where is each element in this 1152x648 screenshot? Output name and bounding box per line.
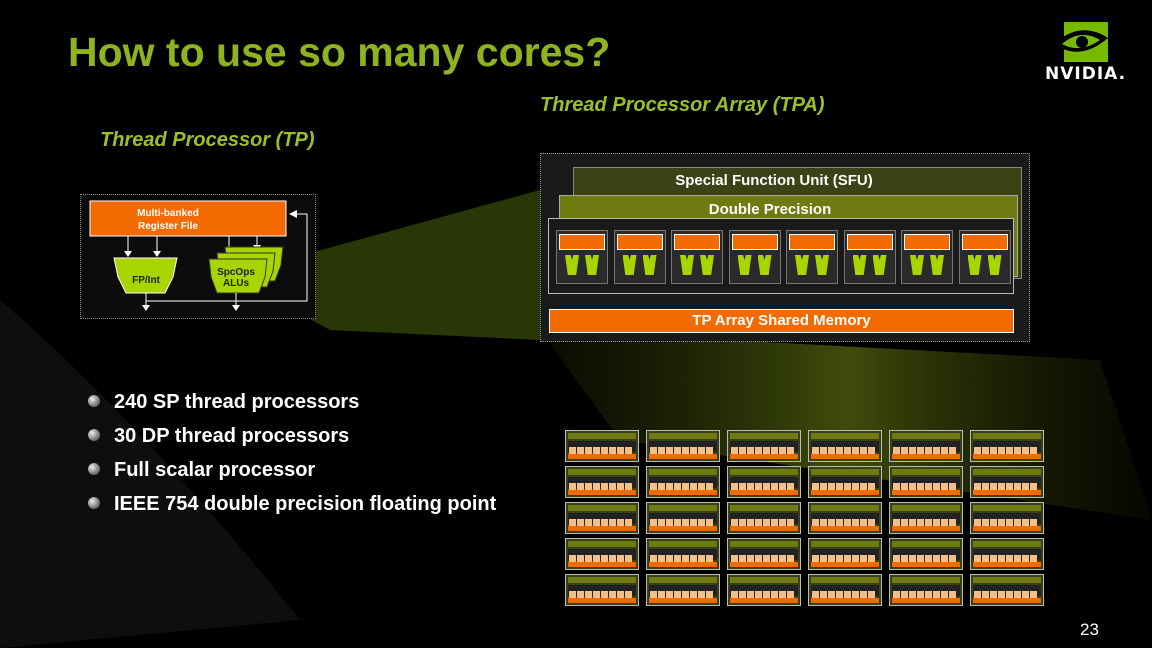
tp-cell [613, 230, 666, 284]
tpa-thumbnail [565, 502, 639, 534]
tp-cell [901, 230, 953, 284]
bullet-dot-icon [88, 497, 100, 509]
tp-cell-alu [930, 255, 944, 275]
tp-cell-register-file [904, 234, 950, 250]
tpa-thumbnail [889, 430, 963, 462]
tp-cell-alu [700, 255, 714, 275]
tpa-thumbnail [970, 502, 1044, 534]
bullet-item: Full scalar processor [88, 458, 528, 483]
tpa-thumbnail [646, 430, 720, 462]
tpa-thumbnail [727, 538, 801, 570]
thread-processor-array-diagram: Special Function Unit (SFU) Double Preci… [540, 153, 1030, 342]
tp-cell-alu [910, 255, 924, 275]
tp-cell-alu [852, 255, 867, 275]
spcops-label-1: SpcOps [217, 267, 255, 278]
tp-cell-register-file [789, 234, 835, 250]
bullet-item: 240 SP thread processors [88, 390, 528, 415]
tp-cell-alu [737, 255, 752, 275]
register-file-label-2: Register File [138, 221, 198, 232]
tp-cell-alu [585, 255, 599, 275]
tp-cell-register-file [674, 234, 720, 250]
tpa-thumbnail [889, 466, 963, 498]
spcops-label-2: ALUs [223, 278, 250, 289]
nvidia-logo-icon [1054, 22, 1108, 62]
register-file-block [89, 200, 287, 237]
bullet-text: 240 SP thread processors [114, 391, 360, 413]
tp-cells-row [548, 218, 1014, 294]
tp-cell-alu [642, 255, 657, 275]
tp-cell [958, 230, 1011, 284]
tpa-thumbnail [970, 574, 1044, 606]
feature-list: 240 SP thread processors 30 DP thread pr… [88, 390, 528, 526]
thread-processor-svg: Multi-banked Register File FP/Int SpcOps… [89, 200, 308, 311]
tp-cell-alu [795, 255, 809, 275]
fp-int-label: FP/Int [132, 275, 160, 286]
thread-processor-diagram: Multi-banked Register File FP/Int SpcOps… [80, 194, 316, 319]
tp-cell-alu [565, 255, 579, 275]
tpa-thumbnail [646, 466, 720, 498]
tp-cell [786, 230, 838, 284]
tp-cell-alu [757, 255, 772, 275]
tp-cell-register-file [731, 234, 778, 250]
tp-cell-alu [967, 255, 982, 275]
tpa-thumbnail [889, 502, 963, 534]
tp-cell-alu [622, 255, 637, 275]
tpa-thumbnail [727, 466, 801, 498]
tp-cell-alu [987, 255, 1002, 275]
shared-memory-bar: TP Array Shared Memory [549, 309, 1014, 333]
tpa-thumbnail [970, 430, 1044, 462]
tpa-thumbnail [646, 502, 720, 534]
tpa-thumbnail [808, 430, 882, 462]
slide-title: How to use so many cores? [68, 29, 611, 75]
fp-int-alu [113, 257, 178, 294]
tpa-thumbnail [970, 538, 1044, 570]
tpa-thumbnail [889, 538, 963, 570]
bullet-item: 30 DP thread processors [88, 424, 528, 449]
bullet-text: 30 DP thread processors [114, 425, 350, 447]
tpa-thumbnail [727, 430, 801, 462]
tp-cell [671, 230, 723, 284]
page-number: 23 [1080, 620, 1099, 639]
tp-cell-alu [872, 255, 887, 275]
tp-cell [843, 230, 896, 284]
nvidia-wordmark: NVIDIA. [1045, 64, 1127, 84]
tpa-thumbnail [808, 466, 882, 498]
tpa-thumbnail [646, 574, 720, 606]
tpa-thumbnail-grid [565, 430, 1047, 606]
tpa-thumbnail [565, 538, 639, 570]
bullet-dot-icon [88, 395, 100, 407]
tp-cell-register-file [559, 234, 605, 250]
bullet-text: IEEE 754 double precision floating point [114, 493, 497, 515]
tpa-thumbnail [646, 538, 720, 570]
tp-cell [556, 230, 608, 284]
bullet-text: Full scalar processor [114, 459, 316, 481]
tpa-thumbnail [889, 574, 963, 606]
tp-heading: Thread Processor (TP) [100, 129, 315, 151]
tp-cell-register-file [616, 234, 663, 250]
bullet-dot-icon [88, 463, 100, 475]
tpa-heading: Thread Processor Array (TPA) [540, 94, 825, 116]
tpa-thumbnail [970, 466, 1044, 498]
spcops-alu [208, 258, 268, 294]
tp-cell-register-file [961, 234, 1008, 250]
tpa-thumbnail [727, 502, 801, 534]
tpa-thumbnail [565, 430, 639, 462]
register-file-label-1: Multi-banked [137, 208, 199, 219]
tpa-thumbnail [565, 466, 639, 498]
tpa-thumbnail [808, 538, 882, 570]
tpa-thumbnail [565, 574, 639, 606]
tp-cell [728, 230, 781, 284]
tpa-thumbnail [808, 574, 882, 606]
double-precision-label: Double Precision [708, 201, 832, 218]
tp-cell-alu [815, 255, 829, 275]
bullet-item: IEEE 754 double precision floating point [88, 492, 528, 517]
sfu-label: Special Function Unit (SFU) [675, 172, 873, 189]
bullet-dot-icon [88, 429, 100, 441]
tpa-thumbnail [808, 502, 882, 534]
tp-cell-alu [680, 255, 694, 275]
tpa-thumbnail [727, 574, 801, 606]
tp-cell-register-file [846, 234, 893, 250]
